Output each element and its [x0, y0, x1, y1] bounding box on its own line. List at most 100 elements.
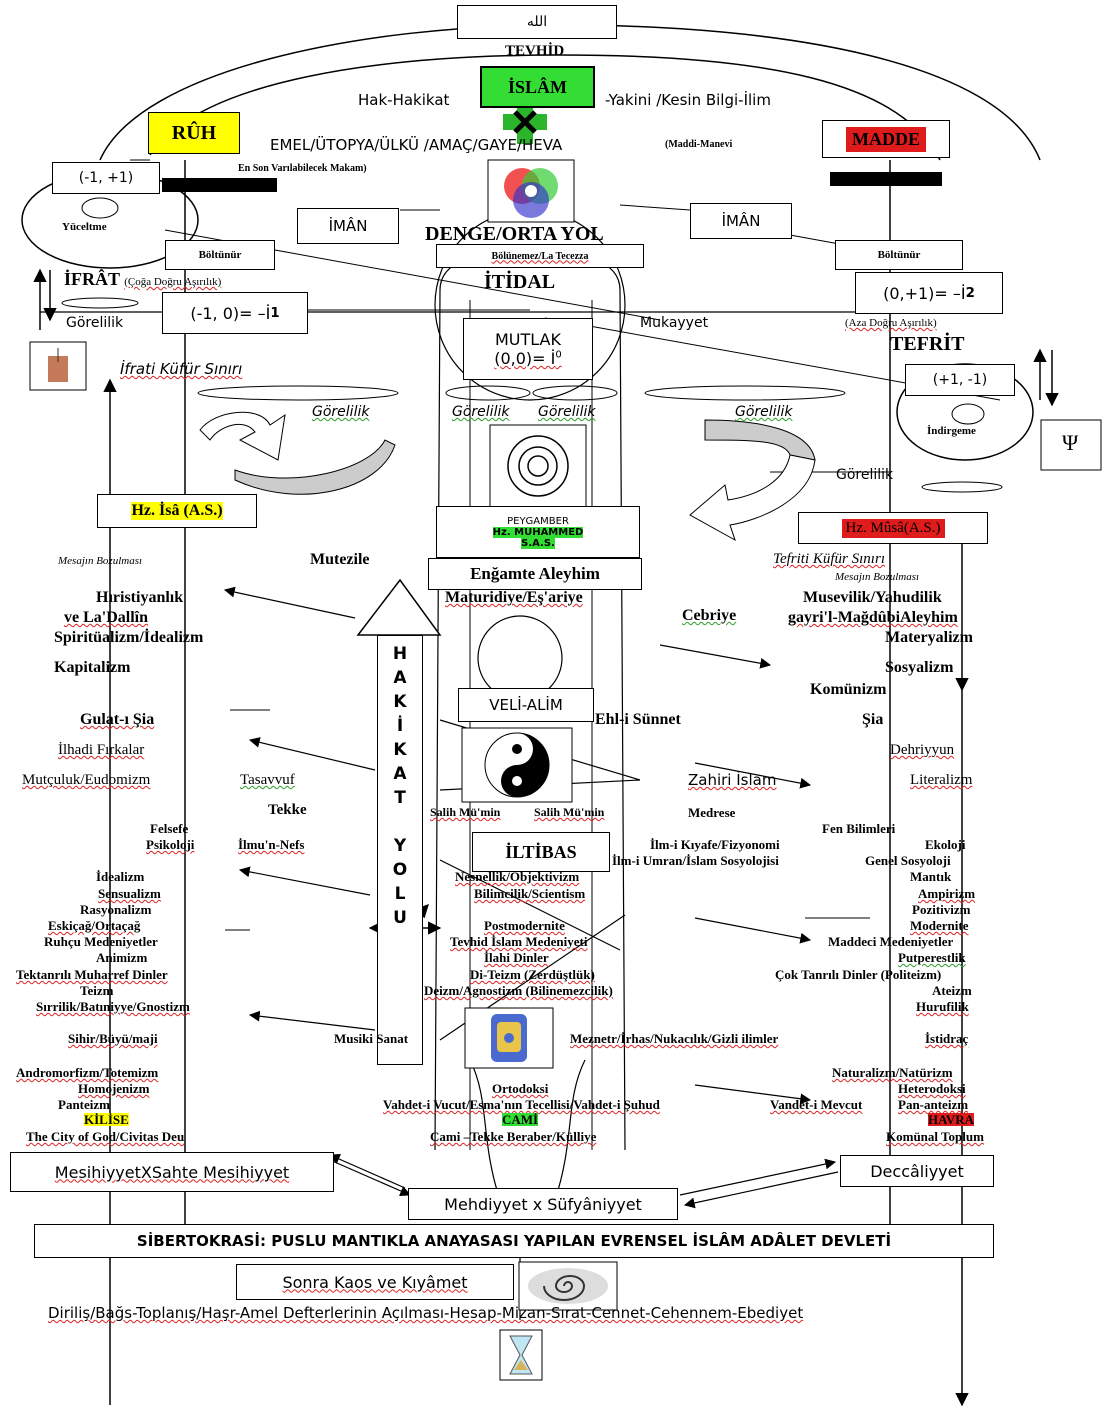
- yuceltme: Yüceltme: [62, 221, 107, 233]
- komunizm: Komünizm: [810, 681, 887, 698]
- genel-sosyoloji: Genel Sosyoloji: [865, 853, 951, 868]
- mesajin-right: Mesajın Bozulması: [835, 571, 920, 583]
- gayri: gayri'l-MağdûbiAleyhim: [788, 609, 958, 626]
- iman-right: İMÂN: [690, 203, 792, 239]
- indirgeme: İndirgeme: [927, 425, 976, 437]
- kapitalizm: Kapitalizm: [54, 659, 131, 676]
- fen-bilimleri: Fen Bilimleri: [822, 821, 896, 836]
- ilmun-nefs: İlmu'n-Nefs: [238, 837, 305, 852]
- rgb-circles: [487, 159, 575, 223]
- psi-icon: Ψ: [1062, 430, 1079, 455]
- umran: İlm-i Umran/İslam Sosyolojisi: [612, 853, 779, 868]
- ruhcu: Ruhçu Medeniyetler: [44, 934, 158, 949]
- en-son: En Son Varılabilecek Makam): [238, 163, 367, 174]
- gulat: Gulat-ı Şia: [80, 711, 155, 728]
- ilahi-dinler: İlahi Dinler: [484, 950, 549, 965]
- komunal: Komünal Toplum: [886, 1129, 984, 1144]
- heterodoksi: Heterodoksi: [898, 1081, 966, 1096]
- modernite: Modernite: [910, 918, 969, 933]
- gorelilik-right: Görelilik: [836, 467, 894, 483]
- boltunur-left: Böltünür: [165, 240, 275, 270]
- spiritualizm: Spiritüalizm/İdealizm: [54, 629, 204, 646]
- gorelilik-2: Görelilik: [452, 404, 510, 420]
- spiral-image: [518, 1261, 618, 1311]
- iman-left: İMÂN: [297, 208, 399, 244]
- ampirizm: Ampirizm: [918, 886, 976, 901]
- vahdet: Vahdet-i Vucut/Esma'nın Tecellisi/Vahdet…: [383, 1097, 660, 1112]
- aza-dogru: (Aza Doğru Aşırılık): [845, 317, 937, 329]
- mesihiyyet-box: MesihiyyetXSahte Mesihiyyet: [10, 1152, 334, 1192]
- isa-box: Hz. İsâ (A.S.): [97, 494, 257, 528]
- hourglass-image: [499, 1329, 543, 1381]
- zahiri-islam: Zahiri İslam: [688, 771, 777, 789]
- panteizm: Panteizm: [58, 1097, 110, 1112]
- ortodoksi: Ortodoksi: [492, 1081, 549, 1096]
- kilise: KİLİSE: [84, 1112, 129, 1127]
- sirrilik: Sırrilik/Batıniyye/Gnostizm: [36, 999, 190, 1014]
- musa-box: Hz. Mûsâ(A.S.): [798, 512, 988, 544]
- vela: ve La'Dallîn: [64, 609, 149, 626]
- deccaliyyet-box: Deccâliyyet: [840, 1155, 994, 1187]
- ekoloji: Ekoloji: [925, 837, 966, 852]
- sia: Şia: [862, 711, 884, 728]
- medrese: Medrese: [688, 805, 736, 820]
- gorelilik-1: Görelilik: [312, 404, 370, 420]
- teizm: Teizm: [80, 983, 114, 998]
- tekke: Tekke: [268, 802, 307, 818]
- ruh-box: RÛH: [148, 112, 240, 154]
- ilm-i-kiyafe: İlm-i Kıyafe/Fizyonomi: [650, 837, 780, 852]
- bilimcilik: Bilimcilik/Scientism: [474, 886, 586, 901]
- meznet: Meznetr/İrhas/Nukacılık/Gizli ilimler: [570, 1031, 779, 1046]
- salih-1: Salih Mü'min: [430, 805, 501, 819]
- green-cross: [503, 100, 547, 144]
- hurufilik: Hurufilik: [916, 999, 969, 1014]
- cami: CAMİ: [502, 1112, 539, 1127]
- hiristiyanlik: Hıristiyanlık: [96, 589, 184, 606]
- sihir: Sihir/Büyü/maji: [68, 1031, 158, 1046]
- sensualizm: Sensualizm: [98, 886, 161, 901]
- sibertokrasi-box: SİBERTOKRASİ: PUSLU MANTIKLA ANAYASASI Y…: [34, 1224, 994, 1258]
- ateizm: Ateizm: [932, 983, 972, 998]
- psikoloji: Psikoloji: [146, 837, 195, 852]
- ifrati-kufur: İfrati Küfür Sınırı: [120, 360, 243, 378]
- musiki: Musiki Sanat: [334, 1031, 409, 1046]
- pan-anteizm: Pan-anteizm: [898, 1097, 969, 1112]
- emel-label: EMEL/ÜTOPYA/ÜLKÜ /AMAÇ/GAYE/HEVA: [270, 136, 563, 154]
- inner-arc: [149, 54, 941, 161]
- lungs-image: [29, 341, 87, 391]
- bolunemez: Bölünemez/La Tecezza: [436, 244, 644, 268]
- ilhadi: İlhadi Fırkalar: [58, 742, 145, 758]
- cebriye: Cebriye: [682, 607, 737, 624]
- literalizm: Literalizm: [910, 772, 973, 788]
- mantik: Mantık: [910, 869, 952, 884]
- homojenizm: Homojenizm: [78, 1081, 150, 1096]
- animizm: Animizm: [96, 950, 148, 965]
- yakini-label: -Yakini /Kesin Bilgi-İlim: [605, 91, 771, 109]
- mutculuk: Mutçuluk/Eudomizm: [22, 772, 151, 788]
- allah-box: الله: [457, 5, 617, 39]
- iltibas-box: İLTİBAS: [472, 832, 610, 872]
- putperestlik: Putperestlik: [898, 950, 966, 965]
- pozitivizm: Pozitivizm: [912, 902, 971, 917]
- materyalizm: Materyalizm: [885, 629, 973, 646]
- gorelilik-4: Görelilik: [735, 404, 793, 420]
- maddi-manevi: (Maddi-Manevi: [665, 139, 733, 150]
- tektanrili: Tektanrılı Muharref Dinler: [16, 967, 168, 982]
- tevhid-medeniyeti: Tevhid İslam Medeniyeti: [450, 934, 588, 949]
- psi-box: [1040, 419, 1102, 471]
- islam-box: İSLÂM: [480, 66, 595, 108]
- sosyalizm: Sosyalizm: [885, 659, 954, 676]
- gorelilik-left: Görelilik: [66, 315, 124, 331]
- dehriyyun: Dehriyyun: [890, 742, 955, 758]
- mutlak-box: MUTLAK (0,0)= İ0: [463, 318, 593, 380]
- hak-hakikat: Hak-Hakikat: [358, 91, 450, 109]
- di-teizm: Di-Teizm (Zerdüştlük): [470, 967, 595, 982]
- tasavvuf: Tasavvuf: [240, 772, 295, 788]
- maturidiye: Maturidiye/Eş'ariye: [445, 589, 583, 606]
- mutezile: Mutezile: [310, 551, 370, 568]
- cok-tanri: Çok Tanrılı Dinler (Politeizm): [775, 967, 942, 982]
